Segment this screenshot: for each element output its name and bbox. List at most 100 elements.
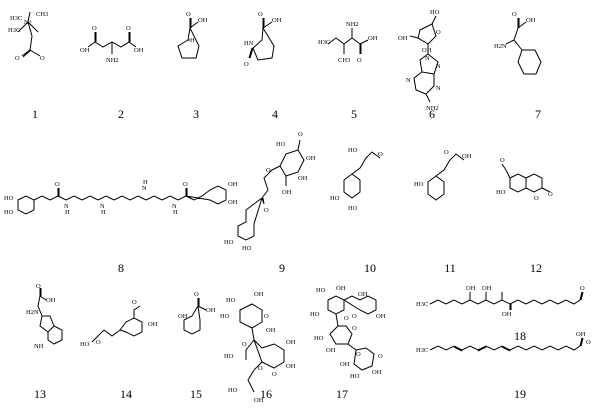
atom-label: O <box>357 57 362 64</box>
atom-label: O <box>356 351 361 358</box>
atom-label: O <box>264 313 269 320</box>
compound-number: 17 <box>336 387 348 401</box>
atom-label: O <box>352 325 357 332</box>
atom-label: H <box>173 209 178 216</box>
atom-label: N <box>172 203 177 210</box>
structure-compound-7: O OH H2N <box>494 11 542 75</box>
structure-compound-19: H3C OH O <box>416 331 591 354</box>
compound-number: 5 <box>351 107 357 121</box>
atom-label: HO <box>224 239 234 246</box>
atom-label: O <box>534 195 539 202</box>
atom-label: O <box>344 315 349 322</box>
structure-compound-5: NH2 H3C CH3 OH O <box>318 21 378 64</box>
atom-label: H2N <box>494 43 507 50</box>
atom-label: O <box>55 181 60 188</box>
atom-label: CH3 <box>36 11 48 18</box>
structure-compound-17: HO OH O OH HO OH O O HO O OH OH OH O HO <box>310 285 386 380</box>
atom-label: H2N <box>26 309 39 316</box>
atom-label: OH <box>526 17 536 24</box>
structure-compound-12: O HO O O <box>496 157 553 202</box>
structure-compound-8: HO HO O N H N H N H N H O OH OH <box>4 179 238 216</box>
atom-label: NH2 <box>106 57 119 64</box>
structure-compound-11: O OH HO <box>414 149 472 201</box>
compound-number: 10 <box>364 261 376 275</box>
atom-label: O <box>266 167 271 174</box>
atom-label: H3C <box>416 301 428 308</box>
atom-label: OH <box>398 35 408 42</box>
structure-compound-6: HO OH OH O N N N N NH2 <box>398 9 441 112</box>
atom-label: O <box>92 25 97 32</box>
atom-label: N <box>142 185 147 192</box>
atom-label: OH <box>228 181 238 188</box>
atom-label: N <box>436 63 441 70</box>
compound-number: 19 <box>514 387 526 401</box>
atom-label: HO <box>310 311 320 318</box>
atom-label: OH <box>372 369 382 376</box>
structure-compound-14: O HO O OH <box>80 299 158 348</box>
atom-label: OH <box>228 199 238 206</box>
atom-label: HO <box>414 181 424 188</box>
atom-label: OH <box>266 327 276 334</box>
atom-label: O <box>132 299 137 306</box>
atom-label: O <box>40 55 45 62</box>
atom-label: O <box>186 11 191 18</box>
atom-label: OH <box>466 285 476 292</box>
atom-label: O <box>126 25 131 32</box>
atom-label: OH <box>148 321 158 328</box>
atom-label: O <box>298 131 303 138</box>
atom-label: HO <box>314 335 324 342</box>
structure-compound-4: O OH HN O <box>244 11 282 68</box>
structure-compound-2: O OH OH O NH2 <box>80 25 144 64</box>
atom-label: OH <box>46 297 56 304</box>
atom-label: NH <box>34 343 44 350</box>
compound-number: 1 <box>32 107 38 121</box>
atom-label: O <box>548 191 553 198</box>
compound-number: 13 <box>34 387 46 401</box>
atom-label: H3C <box>8 27 20 34</box>
atom-label: OH <box>286 363 296 370</box>
atom-label: OH <box>326 347 336 354</box>
atom-label: H <box>143 179 148 186</box>
atom-label: O <box>96 339 101 346</box>
atom-label: OH <box>286 339 296 346</box>
compound-number: 18 <box>514 329 526 343</box>
atom-label: O <box>244 61 249 68</box>
atom-label: O <box>352 313 357 320</box>
compound-number: 12 <box>530 261 542 275</box>
atom-label: OH <box>576 331 586 338</box>
atom-label: O <box>378 151 383 158</box>
atom-label: O <box>512 11 517 18</box>
atom-label: O <box>264 207 269 214</box>
compound-number: 4 <box>272 107 278 121</box>
atom-label: OH <box>178 313 188 320</box>
atom-label: O <box>242 341 247 348</box>
structure-compound-9: HO O OH OH OH O O HO HO <box>224 131 316 252</box>
atom-label: OH <box>254 291 264 298</box>
atom-label: HO <box>226 297 236 304</box>
structure-compound-13: O OH H2N NH <box>26 283 63 350</box>
atom-label: OH <box>306 155 316 162</box>
compound-number: 2 <box>118 107 124 121</box>
atom-label: N <box>436 85 441 92</box>
atom-label: O <box>258 11 263 18</box>
atom-label: OH <box>368 35 378 42</box>
atom-label: H <box>101 209 106 216</box>
atom-label: N <box>64 203 69 210</box>
atom-label: HO <box>80 341 90 348</box>
atom-label: OH <box>298 175 308 182</box>
atom-label: CH3 <box>338 57 350 64</box>
atom-label: OH <box>502 311 512 318</box>
atom-label: N <box>425 55 430 62</box>
atom-label: HO <box>350 373 360 380</box>
structure-compound-3: O OH H <box>177 11 208 59</box>
compound-number: 3 <box>193 107 199 121</box>
structure-compound-18: OH OH H3C OH O <box>416 285 585 318</box>
atom-label: O <box>500 157 505 164</box>
atom-label: HO <box>228 387 238 394</box>
atom-label: OH <box>482 285 492 292</box>
atom-label: O <box>183 181 188 188</box>
atom-label: HO <box>4 209 14 216</box>
atom-label: OH <box>358 291 368 298</box>
atom-label: OH <box>206 307 216 314</box>
